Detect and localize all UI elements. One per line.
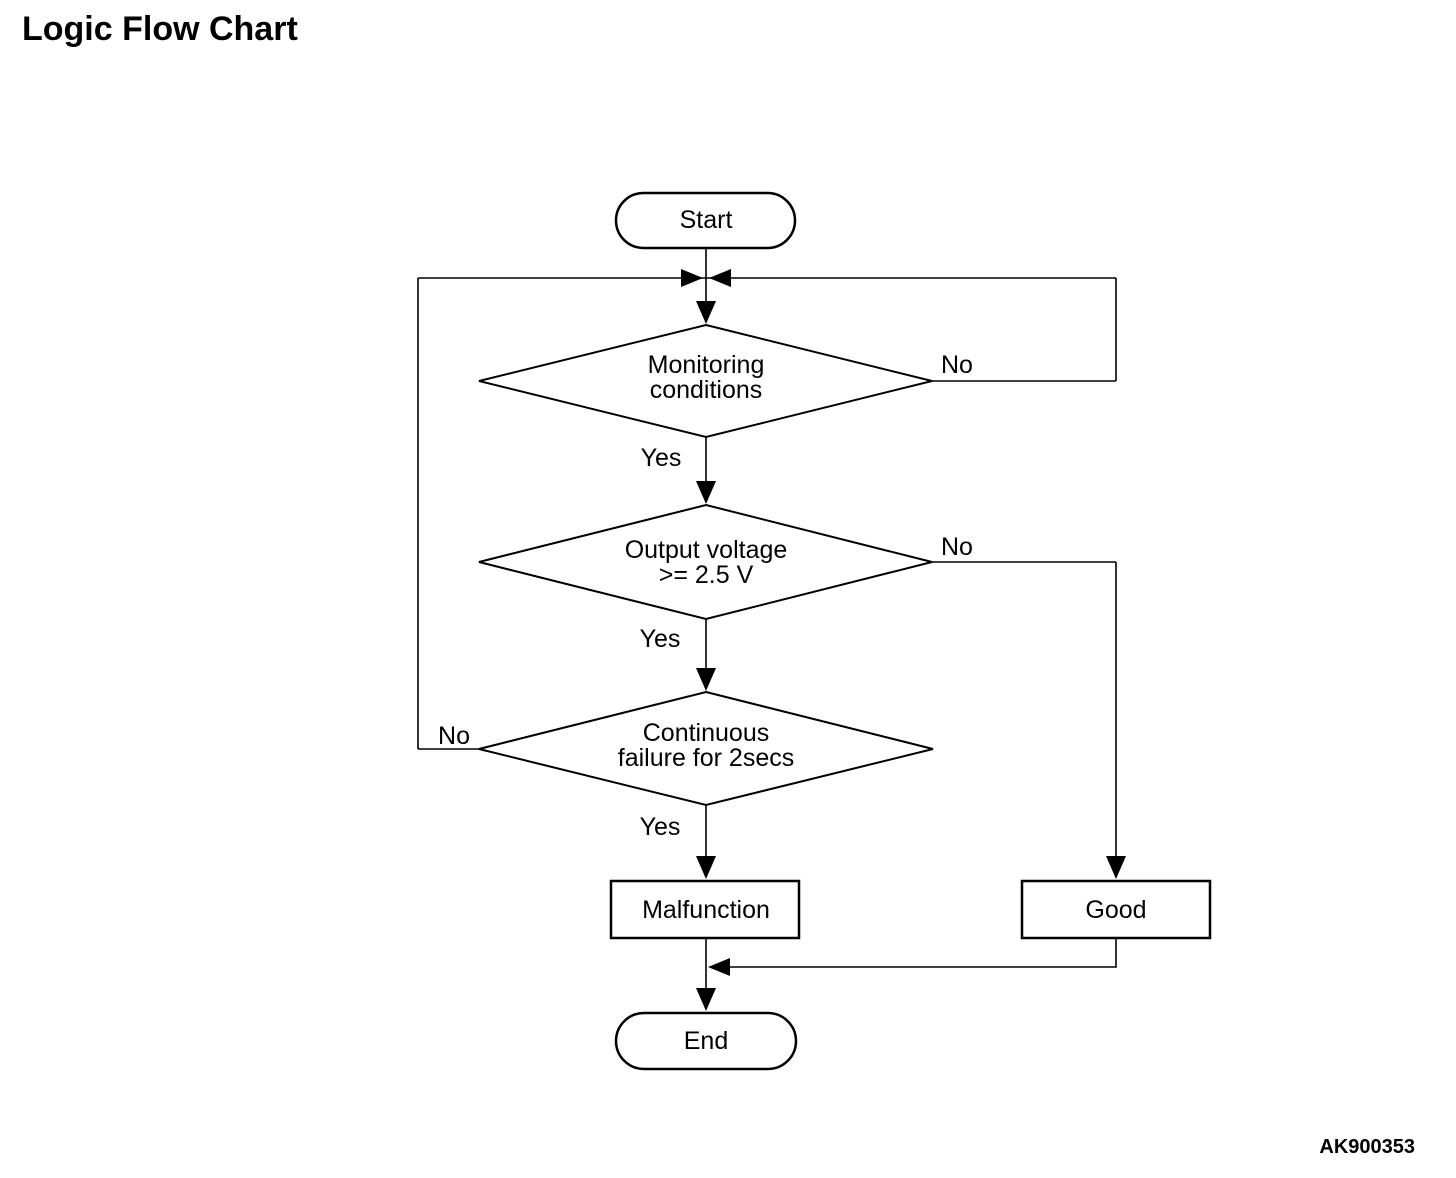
decision3-label-line1: Continuous: [643, 719, 769, 747]
decision-monitoring-conditions: Monitoring conditions No Yes: [478, 323, 973, 472]
arrow-into-end-icon: [696, 988, 716, 1011]
decision3-label-line2: failure for 2secs: [618, 744, 794, 772]
malfunction-process-shape: [609, 879, 801, 940]
arrow-into-good-icon: [1106, 856, 1126, 879]
decision2-diamond-shape: [478, 503, 933, 621]
merge-arrow-left-into-junction-icon: [681, 269, 703, 287]
arrow-into-decision2-icon: [696, 481, 716, 504]
decision2-no-label: No: [941, 533, 973, 561]
decision1-label-line2: conditions: [650, 376, 763, 404]
decision2-label-line1: Output voltage: [625, 536, 788, 564]
start-node: Start: [614, 191, 797, 250]
end-terminator-shape: [614, 1011, 798, 1071]
arrow-into-decision1-icon: [696, 301, 716, 324]
decision2-label-line2: >= 2.5 V: [659, 561, 754, 589]
malfunction-node: Malfunction: [609, 879, 801, 940]
arrow-into-malfunction-icon: [696, 856, 716, 879]
decision3-yes-label: Yes: [640, 813, 681, 841]
good-process-shape: [1020, 879, 1212, 940]
good-node: Good: [1020, 879, 1212, 940]
decision3-no-label: No: [438, 722, 470, 750]
decision2-yes-label: Yes: [640, 625, 681, 653]
figure-id: AK900353: [1319, 1136, 1415, 1158]
malfunction-label: Malfunction: [642, 896, 770, 924]
decision1-no-label: No: [941, 351, 973, 379]
decision1-yes-label: Yes: [641, 444, 682, 472]
merge-arrow-right-into-junction-icon: [709, 269, 731, 287]
decision-output-voltage: Output voltage >= 2.5 V No Yes: [478, 503, 973, 653]
arrowheads: [681, 269, 1126, 1011]
good-label: Good: [1085, 896, 1146, 924]
start-label: Start: [680, 206, 733, 234]
start-terminator-shape: [614, 191, 797, 250]
arrow-into-decision3-icon: [696, 668, 716, 691]
arrow-good-merge-left-icon: [708, 958, 730, 976]
decision3-diamond-shape: [478, 690, 934, 807]
decision-continuous-failure: Continuous failure for 2secs No Yes: [438, 690, 934, 841]
decision1-diamond-shape: [478, 323, 933, 439]
end-label: End: [684, 1027, 728, 1055]
page-title: Logic Flow Chart: [22, 10, 298, 48]
decision1-label-line1: Monitoring: [648, 351, 765, 379]
connector-good-to-merge: [710, 938, 1117, 968]
end-node: End: [614, 1011, 798, 1071]
